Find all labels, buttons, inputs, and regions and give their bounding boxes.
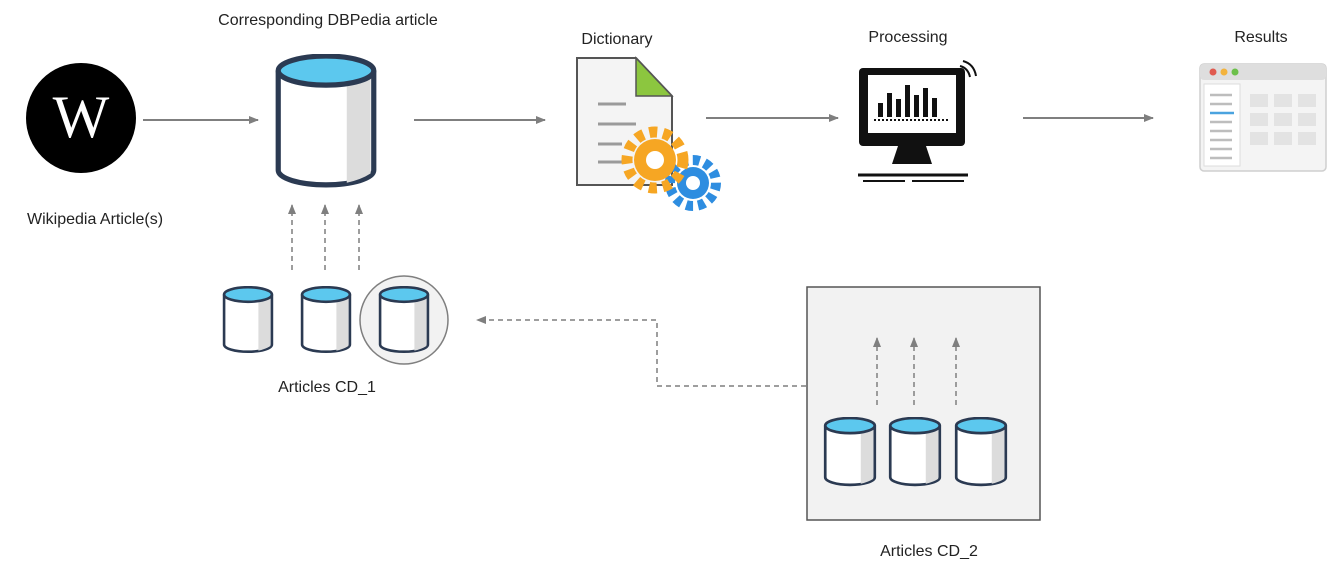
dbpedia-database-icon bbox=[278, 56, 374, 185]
dbpedia-label: Corresponding DBPedia article bbox=[218, 12, 438, 29]
dashed-arrow-cd2-to-cd1 bbox=[476, 316, 806, 387]
wikipedia-glyph: W bbox=[53, 84, 110, 150]
wikipedia-label: Wikipedia Article(s) bbox=[27, 211, 163, 228]
cd1-database-icon bbox=[222, 286, 274, 354]
cd2-database-icon bbox=[954, 417, 1008, 487]
monitor-chart-icon bbox=[858, 60, 977, 182]
cd1-database-icon bbox=[300, 286, 352, 354]
articles-cd1-group bbox=[222, 275, 449, 365]
cd1-label: Articles CD_1 bbox=[278, 379, 376, 396]
articles-cd2-group bbox=[823, 417, 1008, 487]
browser-window-icon bbox=[1199, 63, 1327, 172]
processing-label: Processing bbox=[868, 29, 947, 46]
dictionary-label: Dictionary bbox=[581, 31, 652, 48]
document-gears-icon bbox=[576, 56, 721, 211]
wikipedia-logo-icon: W bbox=[26, 63, 136, 173]
cd1-database-icon bbox=[378, 286, 430, 354]
cd2-database-icon bbox=[888, 417, 942, 487]
cd2-database-icon bbox=[823, 417, 877, 487]
cd2-label: Articles CD_2 bbox=[880, 543, 978, 560]
results-label: Results bbox=[1234, 29, 1287, 46]
